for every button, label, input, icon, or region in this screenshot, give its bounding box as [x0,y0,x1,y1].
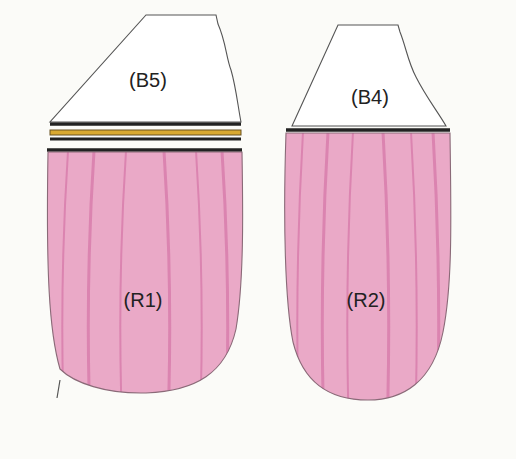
tail-line [57,380,60,398]
cap-shape-outline [48,12,244,124]
shape-outline [50,15,241,122]
stripe [383,132,389,404]
pink-body-outline [283,132,453,404]
stripe [433,132,439,404]
part-label: (B4) [351,87,389,107]
stripe [297,132,303,404]
pink-body-outline [46,151,244,397]
part-label: (R2) [347,290,386,310]
part-label: (R1) [124,290,163,310]
black-band [50,138,241,141]
cap-shape: (B4) [288,22,448,128]
shape-fill [47,152,242,393]
cap-shape: (B5) [48,12,244,124]
shape-fill [292,25,446,126]
shape-fill [50,15,241,122]
black-band [286,128,450,132]
stripe [322,132,328,404]
stripe [164,151,170,397]
shape-outline [285,133,451,400]
stripe [347,132,353,404]
part-label: (B5) [129,70,167,90]
shape-fill [285,133,451,400]
stripe [88,151,94,397]
stripe [120,151,126,397]
stripe [411,132,417,404]
pink-body: (R1) [46,151,244,397]
pink-body: (R2) [283,132,453,404]
black-band [50,122,241,126]
stripe [196,151,202,397]
shape-outline [47,152,242,393]
stripe [62,151,68,397]
black-band [47,148,242,152]
gold-band [50,130,241,135]
shape-outline [292,25,446,126]
cap-shape-outline [288,22,448,128]
